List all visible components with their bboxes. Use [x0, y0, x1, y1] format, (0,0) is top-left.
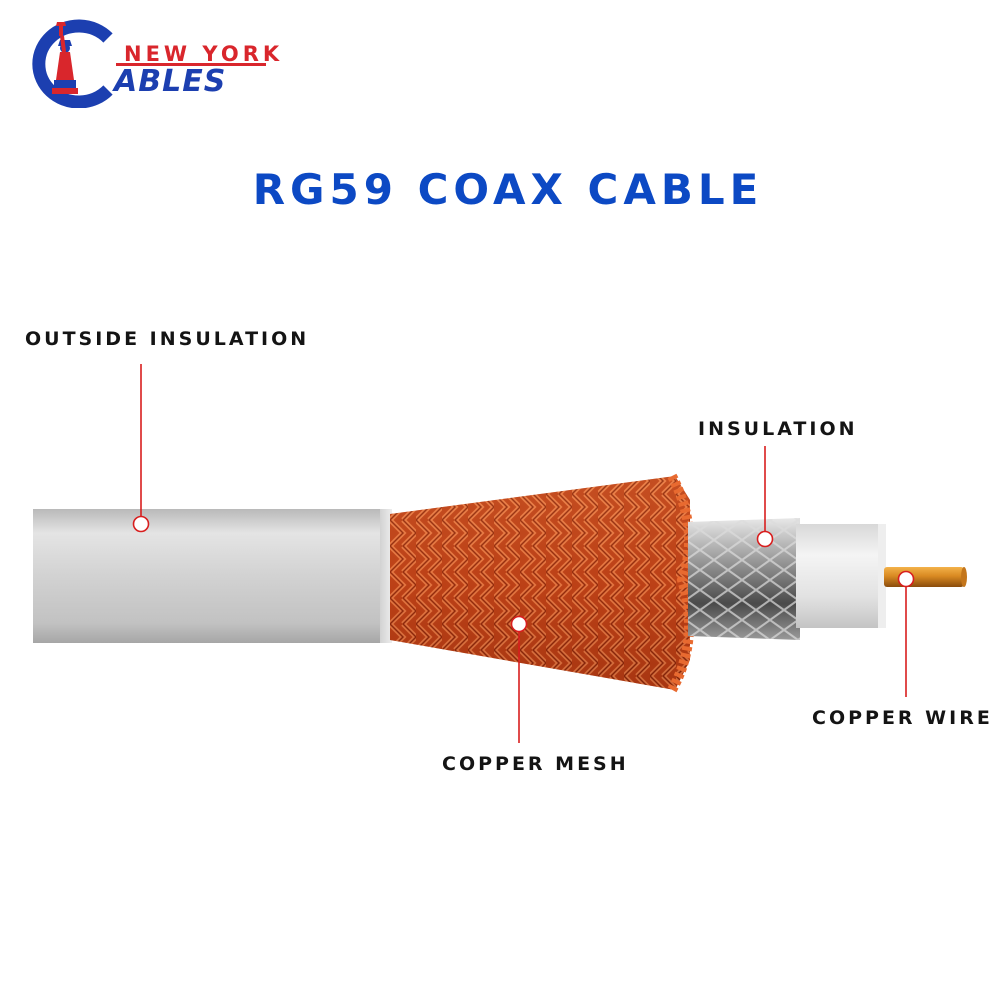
pointer-lines [132, 364, 915, 743]
page-title: RG59 COAX CABLE [252, 165, 764, 214]
pointer-copper-mesh-dot [510, 615, 528, 633]
label-copper-mesh: COPPER MESH [442, 753, 629, 775]
pointer-outside-insulation-dot [132, 515, 150, 533]
logo-underline [116, 63, 266, 66]
foil-shield [688, 518, 800, 640]
outer-jacket [33, 509, 392, 643]
logo-c-mark [32, 19, 113, 108]
logo-bottom-text: ABLES [114, 64, 227, 99]
copper-braid [390, 473, 695, 693]
statue-of-liberty-icon [52, 22, 78, 94]
logo-top-text: NEW YORK [124, 42, 284, 66]
label-insulation: INSULATION [698, 418, 858, 440]
dielectric-insulation [796, 524, 886, 628]
new-york-cables-logo: NEW YORK ABLES [20, 18, 279, 108]
label-outside-insulation: OUTSIDE INSULATION [25, 328, 310, 350]
pointer-copper-wire-dot [897, 570, 915, 588]
copper-center-wire [884, 567, 967, 587]
pointer-insulation-dot [756, 530, 774, 548]
label-copper-wire: COPPER WIRE [812, 707, 993, 729]
